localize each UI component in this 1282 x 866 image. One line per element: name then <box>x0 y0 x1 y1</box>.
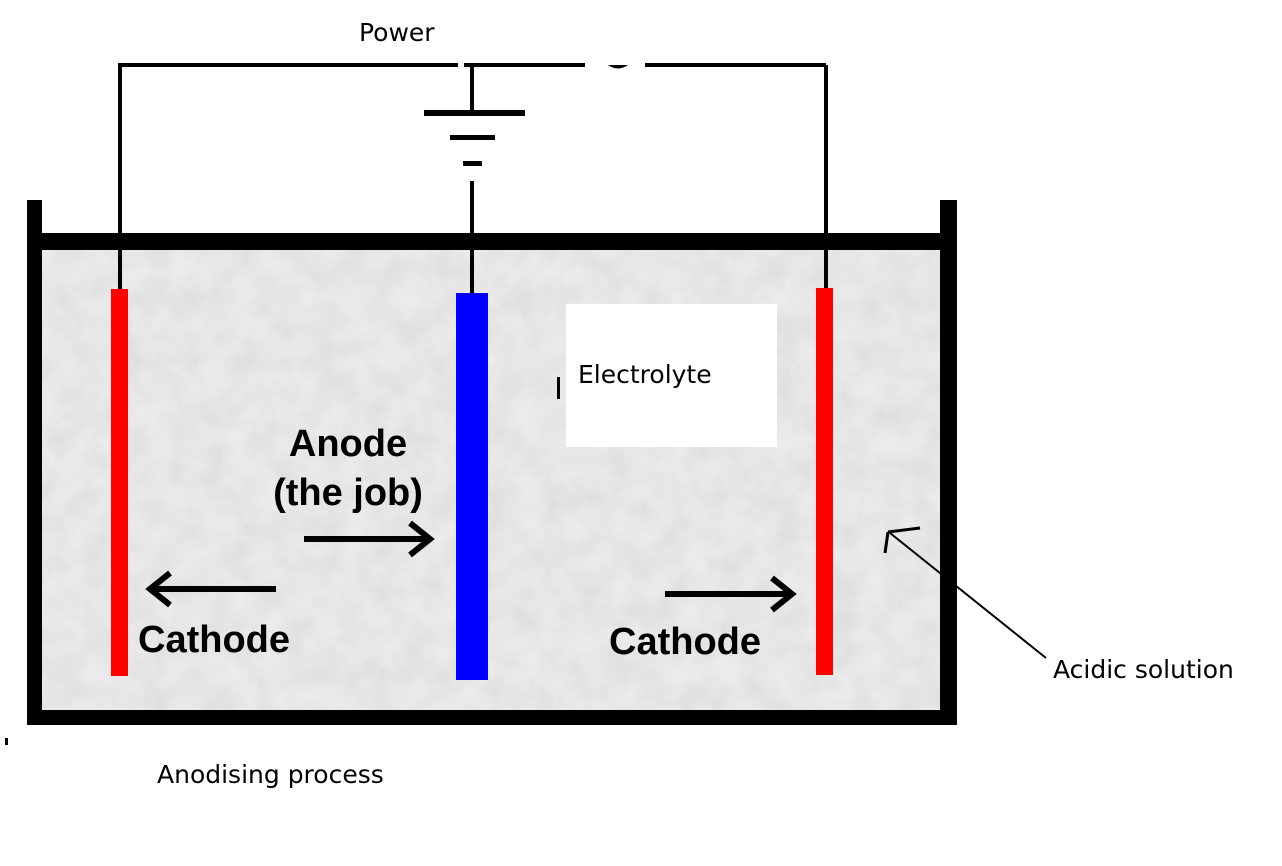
tank-bottom <box>27 710 957 725</box>
stray-mark <box>5 738 8 745</box>
tank <box>27 200 957 725</box>
wire-junction-mark <box>608 65 628 69</box>
anode-electrode <box>456 293 488 680</box>
cathode-right-label: Cathode <box>609 621 761 663</box>
cathode-left-electrode <box>111 289 128 676</box>
wire-left <box>118 63 458 290</box>
arrow-right-icon <box>665 575 797 613</box>
power-label: Power <box>359 18 435 47</box>
diagram-caption: Anodising process <box>157 760 384 789</box>
cathode-right-electrode <box>816 288 833 675</box>
cathode-left-label: Cathode <box>138 619 290 661</box>
tank-rim <box>27 233 957 250</box>
tank-right-wall <box>940 200 957 725</box>
electrolyte-label-box <box>566 304 777 447</box>
acidic-solution-label: Acidic solution <box>1053 655 1234 684</box>
anode-label-line2: (the job) <box>273 472 423 514</box>
electrolyte-label: Electrolyte <box>578 360 712 389</box>
arrow-left-icon <box>145 570 276 608</box>
electrolyte-box-artifact <box>557 377 560 399</box>
circuit-wires <box>118 63 828 295</box>
anode-label-line1: Anode <box>289 423 407 465</box>
acidic-solution-pointer-arrow-icon <box>883 526 1047 659</box>
battery-icon <box>424 110 525 166</box>
arrow-right-icon <box>304 520 435 558</box>
acidic-solution <box>42 250 940 710</box>
tank-left-wall <box>27 200 42 725</box>
